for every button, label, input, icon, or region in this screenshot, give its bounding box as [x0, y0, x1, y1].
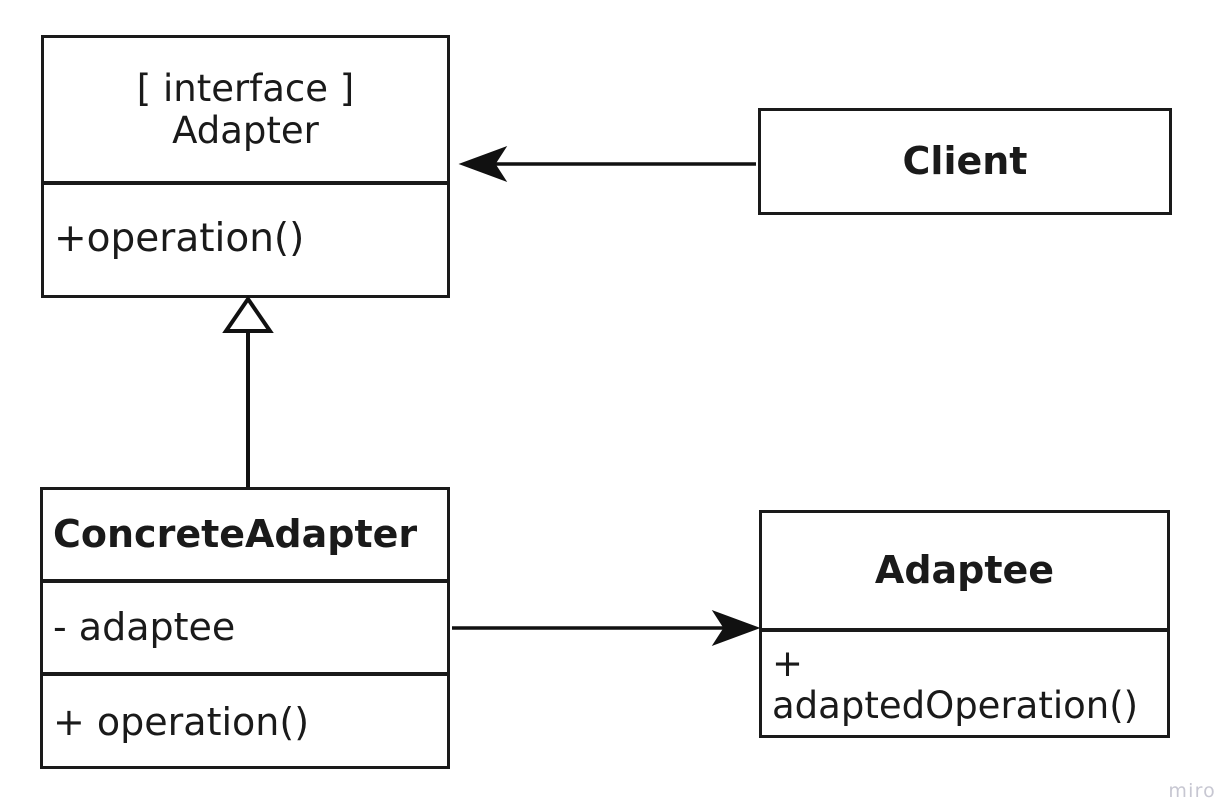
arrowhead-hollow-triangle-up — [222, 295, 274, 333]
adapter-header-compartment: [ interface ]Adapter — [44, 38, 447, 181]
arrowhead-solid-right — [711, 610, 761, 646]
adaptee-header-compartment: Adaptee — [762, 513, 1167, 628]
adapter-operation-operation: +operation() — [54, 216, 305, 262]
adaptee-operation-adapted-operation: + adaptedOperation() — [772, 642, 1139, 727]
concrete-adapter-operation-operation: + operation() — [53, 699, 310, 744]
concrete-adapter-header-compartment: ConcreteAdapter — [43, 490, 447, 579]
class-box-adaptee[interactable]: Adaptee + adaptedOperation() — [759, 510, 1170, 738]
concrete-adapter-attributes-compartment: - adaptee — [43, 579, 447, 672]
class-box-concrete-adapter[interactable]: ConcreteAdapter - adaptee + operation() — [40, 487, 450, 769]
client-header-compartment: Client — [761, 111, 1169, 212]
concrete-adapter-class-name: ConcreteAdapter — [53, 512, 418, 557]
adapter-class-name: Adapter — [172, 108, 319, 152]
class-box-adapter[interactable]: [ interface ]Adapter +operation() — [41, 35, 450, 298]
adapter-stereotype: [ interface ] — [136, 67, 355, 111]
concrete-adapter-attribute-adaptee: - adaptee — [53, 605, 236, 650]
client-class-name: Client — [902, 139, 1028, 184]
miro-watermark: miro — [1168, 780, 1216, 802]
concrete-adapter-operations-compartment: + operation() — [43, 672, 447, 768]
arrowhead-solid-left — [458, 146, 508, 182]
adapter-operations-compartment: +operation() — [44, 181, 447, 293]
connector-client-to-adapter[interactable] — [458, 146, 756, 182]
connector-concreteadapter-to-adapter[interactable] — [222, 295, 274, 487]
connector-concreteadapter-to-adaptee[interactable] — [452, 610, 761, 646]
class-box-client[interactable]: Client — [758, 108, 1172, 215]
adaptee-operations-compartment: + adaptedOperation() — [762, 628, 1167, 737]
adapter-title: [ interface ]Adapter — [44, 68, 447, 151]
adaptee-class-name: Adaptee — [874, 548, 1055, 593]
